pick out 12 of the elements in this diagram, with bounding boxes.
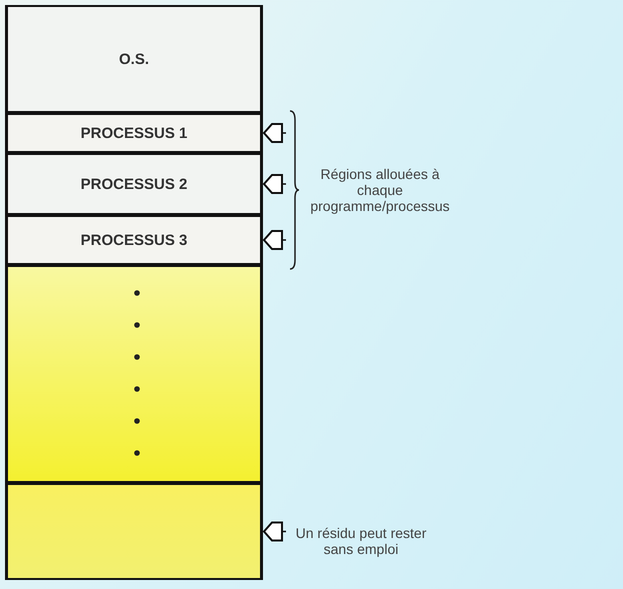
region-label: O.S. bbox=[118, 50, 149, 68]
region-label: PROCESSUS 2 bbox=[80, 176, 188, 192]
memory-region bbox=[5, 5, 263, 113]
unused-memory-region bbox=[5, 483, 263, 580]
annotation-text: Un résidu peut rester sans emploi bbox=[294, 525, 428, 557]
annotation-text: Régions allouées à chaque programme/processus bbox=[309, 166, 451, 214]
memory-region bbox=[5, 215, 263, 265]
unused-memory-region bbox=[5, 265, 263, 483]
region-label: PROCESSUS 3 bbox=[80, 232, 188, 248]
memory-region bbox=[5, 153, 263, 215]
memory-region bbox=[5, 113, 263, 153]
region-label: PROCESSUS 1 bbox=[80, 124, 188, 142]
